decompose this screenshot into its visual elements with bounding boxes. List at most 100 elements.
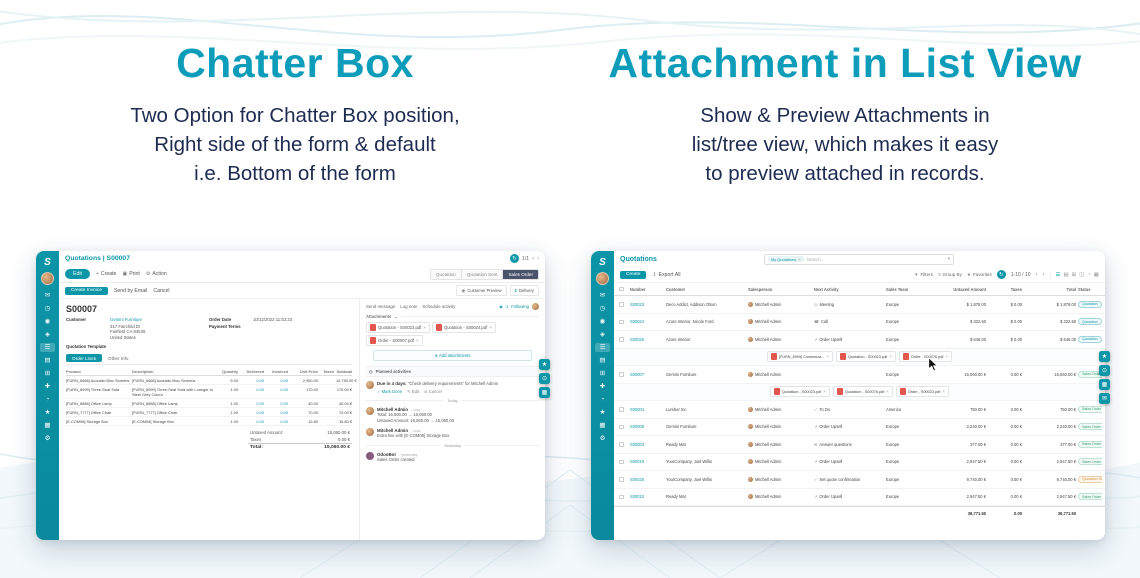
inventory-icon[interactable]: ⊞: [599, 370, 606, 377]
close-icon[interactable]: ×: [423, 325, 426, 330]
crm-icon[interactable]: ◈: [45, 331, 50, 338]
search-filter-chip[interactable]: My Quotations ×: [768, 256, 804, 262]
customer-preview-button[interactable]: ◉ Customer Preview: [456, 285, 507, 296]
col-number[interactable]: Number: [630, 286, 646, 292]
add-attachments-button[interactable]: ⊕ Add attachments: [372, 350, 533, 361]
status-quotation[interactable]: Quotation: [430, 269, 461, 279]
view-icon[interactable]: ☰: [1055, 271, 1061, 278]
table-row[interactable]: S00025 YourCompany, Joel Willis Mitchell…: [614, 471, 1105, 489]
discuss-icon[interactable]: ✉: [44, 292, 51, 299]
send-message-tab[interactable]: Send message: [366, 304, 396, 309]
grid-icon[interactable]: ▦: [539, 387, 550, 398]
contacts-icon[interactable]: ◉: [44, 318, 51, 325]
next-page-icon[interactable]: ›: [1042, 271, 1045, 278]
cancel-button[interactable]: Cancel: [153, 287, 170, 294]
action-button[interactable]: ⚙ Action: [146, 271, 167, 277]
table-row[interactable]: S00008 Gemini Furniture Mitchell Admin ↗…: [614, 419, 1105, 436]
settings-icon[interactable]: ⚙: [599, 435, 606, 442]
send-by-email-button[interactable]: Send by Email: [113, 287, 148, 294]
customer-link[interactable]: Gemini Furniture: [110, 317, 142, 322]
row-checkbox[interactable]: [619, 372, 624, 377]
view-icon[interactable]: ◔: [1087, 271, 1091, 278]
order-line-row[interactable]: [E-COM08] Storage Box [E-COM08] Storage …: [66, 417, 352, 427]
chevron-down-icon[interactable]: ▾: [947, 256, 950, 261]
col-subtotal[interactable]: Subtotal: [336, 368, 352, 374]
col-taxes[interactable]: Taxes: [323, 368, 334, 374]
table-row[interactable]: S00007 Gemini Furniture Mitchell Admin E…: [614, 366, 1105, 384]
col-next-activity[interactable]: Next Activity: [814, 286, 839, 292]
edit-activity-button[interactable]: ✎ Edit: [407, 389, 419, 394]
status-sales-order[interactable]: Sales Order: [502, 269, 538, 279]
edit-button[interactable]: Edit: [65, 269, 90, 279]
row-checkbox[interactable]: [619, 407, 624, 412]
attachments-header[interactable]: Attachments ⌄: [366, 314, 539, 319]
table-row[interactable]: S00026 Azure Interior Mitchell Admin ↗Or…: [614, 331, 1105, 349]
breadcrumb[interactable]: Quotations | S00007: [65, 255, 130, 262]
delivery-button[interactable]: 2 Delivery: [509, 285, 539, 296]
favorites-button[interactable]: ★ Favorites: [967, 272, 992, 278]
crm-icon[interactable]: ◈: [600, 331, 605, 338]
attachment-chip[interactable]: Order - S00007.pdf ×: [366, 335, 423, 346]
col-product[interactable]: Product: [66, 368, 81, 374]
accounting-icon[interactable]: ◔: [600, 396, 605, 403]
followers-icon[interactable]: ◉: [499, 304, 503, 309]
status-quotation-sent[interactable]: Quotation Sent: [460, 269, 503, 279]
close-icon[interactable]: ×: [942, 389, 945, 395]
col-taxes[interactable]: Taxes: [1010, 286, 1022, 292]
bot-message[interactable]: OdooBot - yesterday Sales Order created: [366, 452, 539, 463]
order-date-value[interactable]: 10/12/2022 11:53:23: [253, 317, 293, 322]
create-button[interactable]: Create: [620, 270, 647, 279]
close-icon[interactable]: ×: [798, 256, 801, 262]
close-icon[interactable]: ×: [886, 389, 889, 395]
create-button[interactable]: + Create: [96, 271, 117, 277]
accounting-icon[interactable]: ◔: [45, 396, 50, 403]
tab-other-info[interactable]: Other Info: [108, 355, 129, 361]
chat-icon[interactable]: ✉: [1099, 393, 1110, 404]
employees-icon[interactable]: ★: [44, 409, 51, 416]
col-untaxed[interactable]: Untaxed Amount: [953, 286, 986, 292]
cancel-activity-button[interactable]: ⊘ Cancel: [424, 389, 442, 394]
row-checkbox[interactable]: [619, 302, 624, 307]
log-note-tab[interactable]: Log note: [400, 304, 418, 309]
attachment-chip[interactable]: Quotation - S00023.pdf ×: [366, 322, 430, 333]
employees-icon[interactable]: ★: [599, 409, 606, 416]
attachment-chip[interactable]: Order - S00076.pdf ×: [898, 351, 953, 363]
search-icon[interactable]: ⊙: [1099, 365, 1110, 376]
row-checkbox[interactable]: [619, 494, 624, 499]
table-row[interactable]: S00010 Ready Mat Mitchell Admin ↗Order U…: [614, 489, 1105, 506]
attachment-chip[interactable]: Quotation - S00076.pdf ×: [832, 386, 893, 398]
col-delivered[interactable]: Delivered: [246, 368, 264, 374]
inventory-icon[interactable]: ⊞: [44, 370, 51, 377]
apps-icon[interactable]: ▦: [44, 422, 51, 429]
order-line-row[interactable]: [FURN_7777] Office Chair [FURN_7777] Off…: [66, 408, 352, 418]
calendar-icon[interactable]: ◷: [44, 305, 51, 312]
calendar-icon[interactable]: ◷: [599, 305, 606, 312]
user-avatar[interactable]: [41, 272, 54, 285]
favorites-icon[interactable]: ★: [539, 359, 550, 370]
attachment-chip[interactable]: [FURN_8999] Customiza... ×: [766, 351, 833, 363]
close-icon[interactable]: ×: [826, 354, 829, 360]
view-icon[interactable]: ▦: [1093, 271, 1099, 278]
filters-button[interactable]: ▼ Filters: [914, 272, 933, 277]
refresh-icon[interactable]: ↻: [510, 254, 520, 263]
sales-icon[interactable]: ☰: [40, 343, 55, 352]
view-icon[interactable]: ◫: [1079, 271, 1085, 278]
purchase-icon[interactable]: ✚: [599, 383, 606, 390]
dashboard-icon[interactable]: ▤: [44, 357, 51, 364]
row-checkbox[interactable]: [619, 442, 624, 447]
table-row[interactable]: S00024 Azure Interior, Nicole Ford Mitch…: [614, 314, 1105, 331]
group-by-button[interactable]: ≡ Group By: [938, 272, 962, 277]
tab-order-lines[interactable]: Order Lines: [66, 354, 103, 363]
chatter-message[interactable]: Mitchell Admin - now Total: 16,560.00 → …: [366, 406, 539, 424]
chatter-message[interactable]: Mitchell Admin - now Extra line with [E-…: [366, 428, 539, 439]
close-icon[interactable]: ×: [415, 338, 419, 343]
view-icon[interactable]: ⊞: [1071, 271, 1077, 278]
apps-icon[interactable]: ▦: [599, 422, 606, 429]
col-salesperson[interactable]: Salesperson: [748, 286, 773, 292]
order-line-row[interactable]: [FURN_8999] Three-Seat Sofa [FURN_8999] …: [66, 385, 352, 400]
prev-record-icon[interactable]: ‹: [532, 255, 534, 262]
col-unit-price[interactable]: Unit Price: [299, 368, 318, 374]
dashboard-icon[interactable]: ▤: [599, 357, 606, 364]
favorites-icon[interactable]: ★: [1099, 351, 1110, 362]
search-input[interactable]: My Quotations × Search... ▾: [764, 253, 954, 265]
